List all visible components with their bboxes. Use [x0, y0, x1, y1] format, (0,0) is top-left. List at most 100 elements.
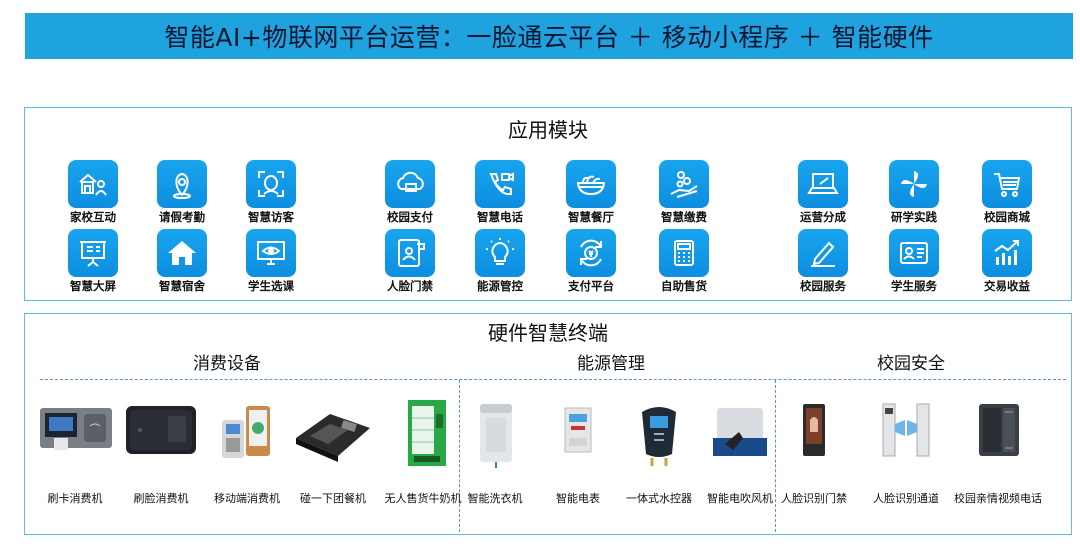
- divider-line: [40, 379, 1066, 380]
- app-campus-mall[interactable]: 校园商城: [967, 160, 1047, 224]
- category-security: 校园安全: [877, 354, 945, 374]
- divider-line: [775, 380, 776, 532]
- app-pay-platform[interactable]: 支付平台: [551, 229, 631, 293]
- coins-hand-icon: [659, 160, 709, 208]
- app-label: 智慧缴费: [661, 210, 707, 224]
- pinwheel-icon: [889, 160, 939, 208]
- app-modules-panel: 应用模块 家校互动 请假考勤 智慧访客 校园支付 智慧电话 智慧餐厅: [24, 107, 1072, 301]
- meal-pos-image: [288, 398, 378, 468]
- id-card-icon: [889, 229, 939, 277]
- device-label: 一体式水控器: [626, 492, 692, 505]
- device-label: 智能洗衣机: [467, 492, 523, 505]
- hardware-panel: 硬件智慧终端 消费设备 能源管理 校园安全 刷卡消费机 刷脸消费机 移动端消费机…: [24, 313, 1072, 535]
- category-energy: 能源管理: [577, 354, 645, 374]
- app-label: 校园服务: [800, 279, 846, 293]
- mobile-pos-image: [202, 398, 292, 468]
- monitor-eye-icon: [246, 229, 296, 277]
- app-family-school[interactable]: 家校互动: [53, 160, 133, 224]
- app-big-screen[interactable]: 智慧大屏: [53, 229, 133, 293]
- app-visitor[interactable]: 智慧访客: [231, 160, 311, 224]
- home-icon: [157, 229, 207, 277]
- app-trade-income[interactable]: 交易收益: [967, 229, 1047, 293]
- growth-chart-icon: [982, 229, 1032, 277]
- app-revenue-share[interactable]: 运营分成: [783, 160, 863, 224]
- device-mobile-consumer[interactable]: 移动端消费机: [197, 398, 297, 518]
- light-bulb-icon: [475, 229, 525, 277]
- app-label: 学生选课: [248, 279, 294, 293]
- app-label: 校园商城: [984, 210, 1030, 224]
- app-vending[interactable]: 自助售货: [644, 229, 724, 293]
- device-tap-meal[interactable]: 碰一下团餐机: [283, 398, 383, 518]
- app-study-practice[interactable]: 研学实践: [874, 160, 954, 224]
- app-label: 自助售货: [661, 279, 707, 293]
- currency-cycle-icon: [566, 229, 616, 277]
- noodle-bowl-icon: [566, 160, 616, 208]
- face-gate-terminal-image: [769, 398, 859, 468]
- app-label: 交易收益: [984, 279, 1030, 293]
- app-label: 能源管控: [477, 279, 523, 293]
- app-label: 学生服务: [891, 279, 937, 293]
- face-terminal-image: [116, 398, 206, 468]
- face-scan-icon: [246, 160, 296, 208]
- app-label: 智慧宿舍: [159, 279, 205, 293]
- category-consumption: 消费设备: [193, 354, 261, 374]
- shopping-cart-icon: [982, 160, 1032, 208]
- device-face-consumer[interactable]: 刷脸消费机: [111, 398, 211, 518]
- device-card-consumer[interactable]: 刷卡消费机: [25, 398, 125, 518]
- phone-video-icon: [475, 160, 525, 208]
- device-face-door[interactable]: 人脸识别门禁: [764, 398, 864, 518]
- app-label: 研学实践: [891, 210, 937, 224]
- app-label: 校园支付: [387, 210, 433, 224]
- app-campus-pay[interactable]: 校园支付: [370, 160, 450, 224]
- app-student-service[interactable]: 学生服务: [874, 229, 954, 293]
- app-label: 运营分成: [800, 210, 846, 224]
- app-label: 人脸门禁: [387, 279, 433, 293]
- hardware-title: 硬件智慧终端: [488, 321, 608, 345]
- device-hair-dryer[interactable]: 智能电吹风机: [690, 398, 790, 518]
- device-video-phone[interactable]: 校园亲情视频电话: [948, 398, 1048, 518]
- app-label: 智慧电话: [477, 210, 523, 224]
- card-terminal-image: [30, 398, 120, 468]
- banner-title: 智能AI+物联网平台运营：一脸通云平台 ＋ 移动小程序 ＋ 智能硬件: [164, 23, 934, 52]
- water-controller-image: [614, 398, 704, 468]
- tablet-user-icon: [385, 229, 435, 277]
- device-milk-vending[interactable]: 无人售货牛奶机: [373, 398, 473, 518]
- app-label: 支付平台: [568, 279, 614, 293]
- device-face-channel[interactable]: 人脸识别通道: [856, 398, 956, 518]
- app-label: 智慧访客: [248, 210, 294, 224]
- device-label: 智能电吹风机: [707, 492, 773, 505]
- hair-dryer-image: [695, 398, 785, 468]
- app-energy[interactable]: 能源管控: [460, 229, 540, 293]
- app-smart-phone[interactable]: 智慧电话: [460, 160, 540, 224]
- calculator-icon: [659, 229, 709, 277]
- app-payment[interactable]: 智慧缴费: [644, 160, 724, 224]
- app-leave-attendance[interactable]: 请假考勤: [142, 160, 222, 224]
- device-label: 无人售货牛奶机: [384, 492, 462, 505]
- device-label: 刷脸消费机: [133, 492, 189, 505]
- device-label: 校园亲情视频电话: [954, 492, 1042, 505]
- electric-meter-image: [533, 398, 623, 468]
- device-label: 智能电表: [556, 492, 600, 505]
- turnstile-image: [861, 398, 951, 468]
- app-course-select[interactable]: 学生选课: [231, 229, 311, 293]
- app-label: 请假考勤: [159, 210, 205, 224]
- video-phone-image: [953, 398, 1043, 468]
- app-label: 智慧大屏: [70, 279, 116, 293]
- top-banner: 智能AI+物联网平台运营：一脸通云平台 ＋ 移动小程序 ＋ 智能硬件: [25, 13, 1073, 59]
- device-label: 碰一下团餐机: [300, 492, 366, 505]
- app-canteen[interactable]: 智慧餐厅: [551, 160, 631, 224]
- app-dorm[interactable]: 智慧宿舍: [142, 229, 222, 293]
- app-modules-title: 应用模块: [508, 118, 588, 142]
- device-water-control[interactable]: 一体式水控器: [609, 398, 709, 518]
- laptop-icon: [798, 160, 848, 208]
- cloud-wallet-icon: [385, 160, 435, 208]
- family-school-icon: [68, 160, 118, 208]
- app-label: 智慧餐厅: [568, 210, 614, 224]
- washing-machine-image: [450, 398, 540, 468]
- device-washer[interactable]: 智能洗衣机: [445, 398, 545, 518]
- device-meter[interactable]: 智能电表: [528, 398, 628, 518]
- pen-edit-icon: [798, 229, 848, 277]
- app-campus-service[interactable]: 校园服务: [783, 229, 863, 293]
- divider-line: [459, 380, 460, 532]
- app-face-access[interactable]: 人脸门禁: [370, 229, 450, 293]
